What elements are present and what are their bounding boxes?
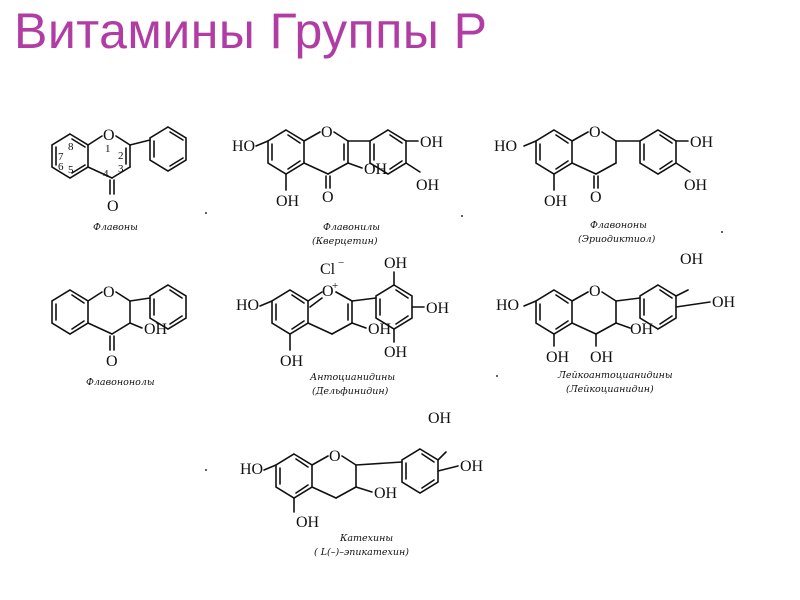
speck: [496, 375, 498, 377]
anthocyanidin-oh-4p: OH: [426, 300, 450, 317]
catechin-ho-7: HO: [240, 461, 263, 478]
leucoanthocyanidin-oh-5: OH: [546, 349, 570, 366]
leucoanthocyanidin-oh-4p: OH: [712, 294, 736, 311]
anthocyanidin-ho-7: HO: [236, 297, 259, 314]
flavone-num-4: 4: [103, 168, 109, 180]
flavanonol-structure: O O OH Флавононолы: [51, 284, 187, 388]
anthocyanidin-oh-3p: OH: [384, 255, 408, 272]
catechin-oh-3: OH: [374, 485, 398, 502]
catechin-oh-4p: OH: [460, 458, 484, 475]
speck: [721, 231, 723, 233]
flavone-num-3: 3: [118, 163, 124, 175]
leucoanthocyanidin-oh-3: OH: [630, 321, 654, 338]
anthocyanidin-caption: Антоцианидины: [309, 372, 395, 383]
flavonol-ring-o: O: [321, 124, 333, 141]
flavanone-carbonyl-o: O: [590, 189, 602, 206]
flavanone-ring-o: O: [589, 124, 601, 141]
flavanonol-ring-o: O: [103, 284, 115, 301]
flavanonol-caption: Флавононолы: [86, 377, 155, 388]
leucoanthocyanidin-oh-3p: OH: [680, 251, 704, 268]
anthocyanidin-oh-5: OH: [280, 353, 304, 370]
anthocyanidin-cl: Cl: [320, 261, 336, 278]
flavanone-oh-3p: OH: [684, 177, 708, 194]
catechin-caption: Катехины: [339, 533, 393, 544]
flavanone-oh-5: OH: [544, 193, 568, 210]
flavonol-structure: HO O O OH OH OH OH Флавонилы (Кверцетин): [232, 124, 444, 247]
leucoanthocyanidin-structure: HO O OH OH OH OH OH Лейкоантоцианидины (…: [496, 251, 736, 395]
leucoanthocyanidin-caption: Лейкоантоцианидины: [557, 370, 673, 381]
flavanonol-oh-3: OH: [144, 321, 168, 338]
leucoanthocyanidin-subcaption: (Лейкоцианидин): [566, 384, 654, 395]
catechin-ring-o: O: [329, 448, 341, 465]
speck: [461, 215, 463, 217]
catechin-subcaption: ( L(–)–эпикатехин): [314, 547, 409, 558]
anthocyanidin-plus: +: [332, 280, 338, 292]
flavonol-oh-4p: OH: [420, 134, 444, 151]
anthocyanidin-ring-o: O: [322, 283, 334, 300]
flavonol-caption: Флавонилы: [323, 222, 380, 233]
leucoanthocyanidin-ho-7: HO: [496, 297, 519, 314]
flavone-num-2: 2: [118, 150, 124, 162]
catechin-structure: HO O OH OH OH OH Катехины ( L(–)–эпикате…: [240, 410, 484, 558]
flavonol-ho-7: HO: [232, 138, 255, 155]
flavone-structure: O O 1 2 3 4 5 6 7 8 Флавоны: [51, 126, 187, 233]
catechin-oh-3p: OH: [428, 410, 452, 427]
flavanone-subcaption: (Эриодиктиол): [578, 234, 656, 245]
flavanone-structure: HO O O OH OH OH Флавононы (Эриодиктиол): [494, 124, 714, 245]
anthocyanidin-subcaption: (Дельфинидин): [312, 386, 389, 397]
flavanone-caption: Флавононы: [590, 220, 647, 231]
flavone-carbonyl-o-label: O: [107, 198, 119, 215]
flavanone-oh-4p: OH: [690, 134, 714, 151]
flavonol-ho-5: OH: [276, 193, 300, 210]
page-title: Витамины Группы Р: [14, 3, 488, 59]
flavanone-ho-7: HO: [494, 138, 517, 155]
speck: [205, 469, 207, 471]
flavonol-carbonyl-o: O: [322, 189, 334, 206]
flavanonol-carbonyl-o: O: [106, 353, 118, 370]
flavonol-oh-3p: OH: [416, 177, 440, 194]
speck: [205, 212, 207, 214]
flavone-num-5: 5: [68, 164, 74, 176]
anthocyanidin-cl-minus: −: [338, 257, 344, 269]
flavonol-oh-3: OH: [364, 161, 388, 178]
flavone-num-1: 1: [105, 143, 111, 155]
flavone-num-8: 8: [68, 141, 74, 153]
flavone-num-6: 6: [58, 161, 64, 173]
anthocyanidin-oh-3: OH: [368, 321, 392, 338]
leucoanthocyanidin-oh-4: OH: [590, 349, 614, 366]
flavonol-subcaption: (Кверцетин): [312, 236, 378, 247]
anthocyanidin-structure: HO O + Cl − OH OH OH OH OH Антоцианидины…: [236, 255, 450, 397]
flavone-num-7: 7: [58, 151, 64, 163]
catechin-oh-5: OH: [296, 514, 320, 531]
leucoanthocyanidin-ring-o: O: [589, 283, 601, 300]
anthocyanidin-oh-5p: OH: [384, 344, 408, 361]
flavone-caption: Флавоны: [93, 222, 138, 233]
flavone-o-label: O: [103, 127, 115, 144]
